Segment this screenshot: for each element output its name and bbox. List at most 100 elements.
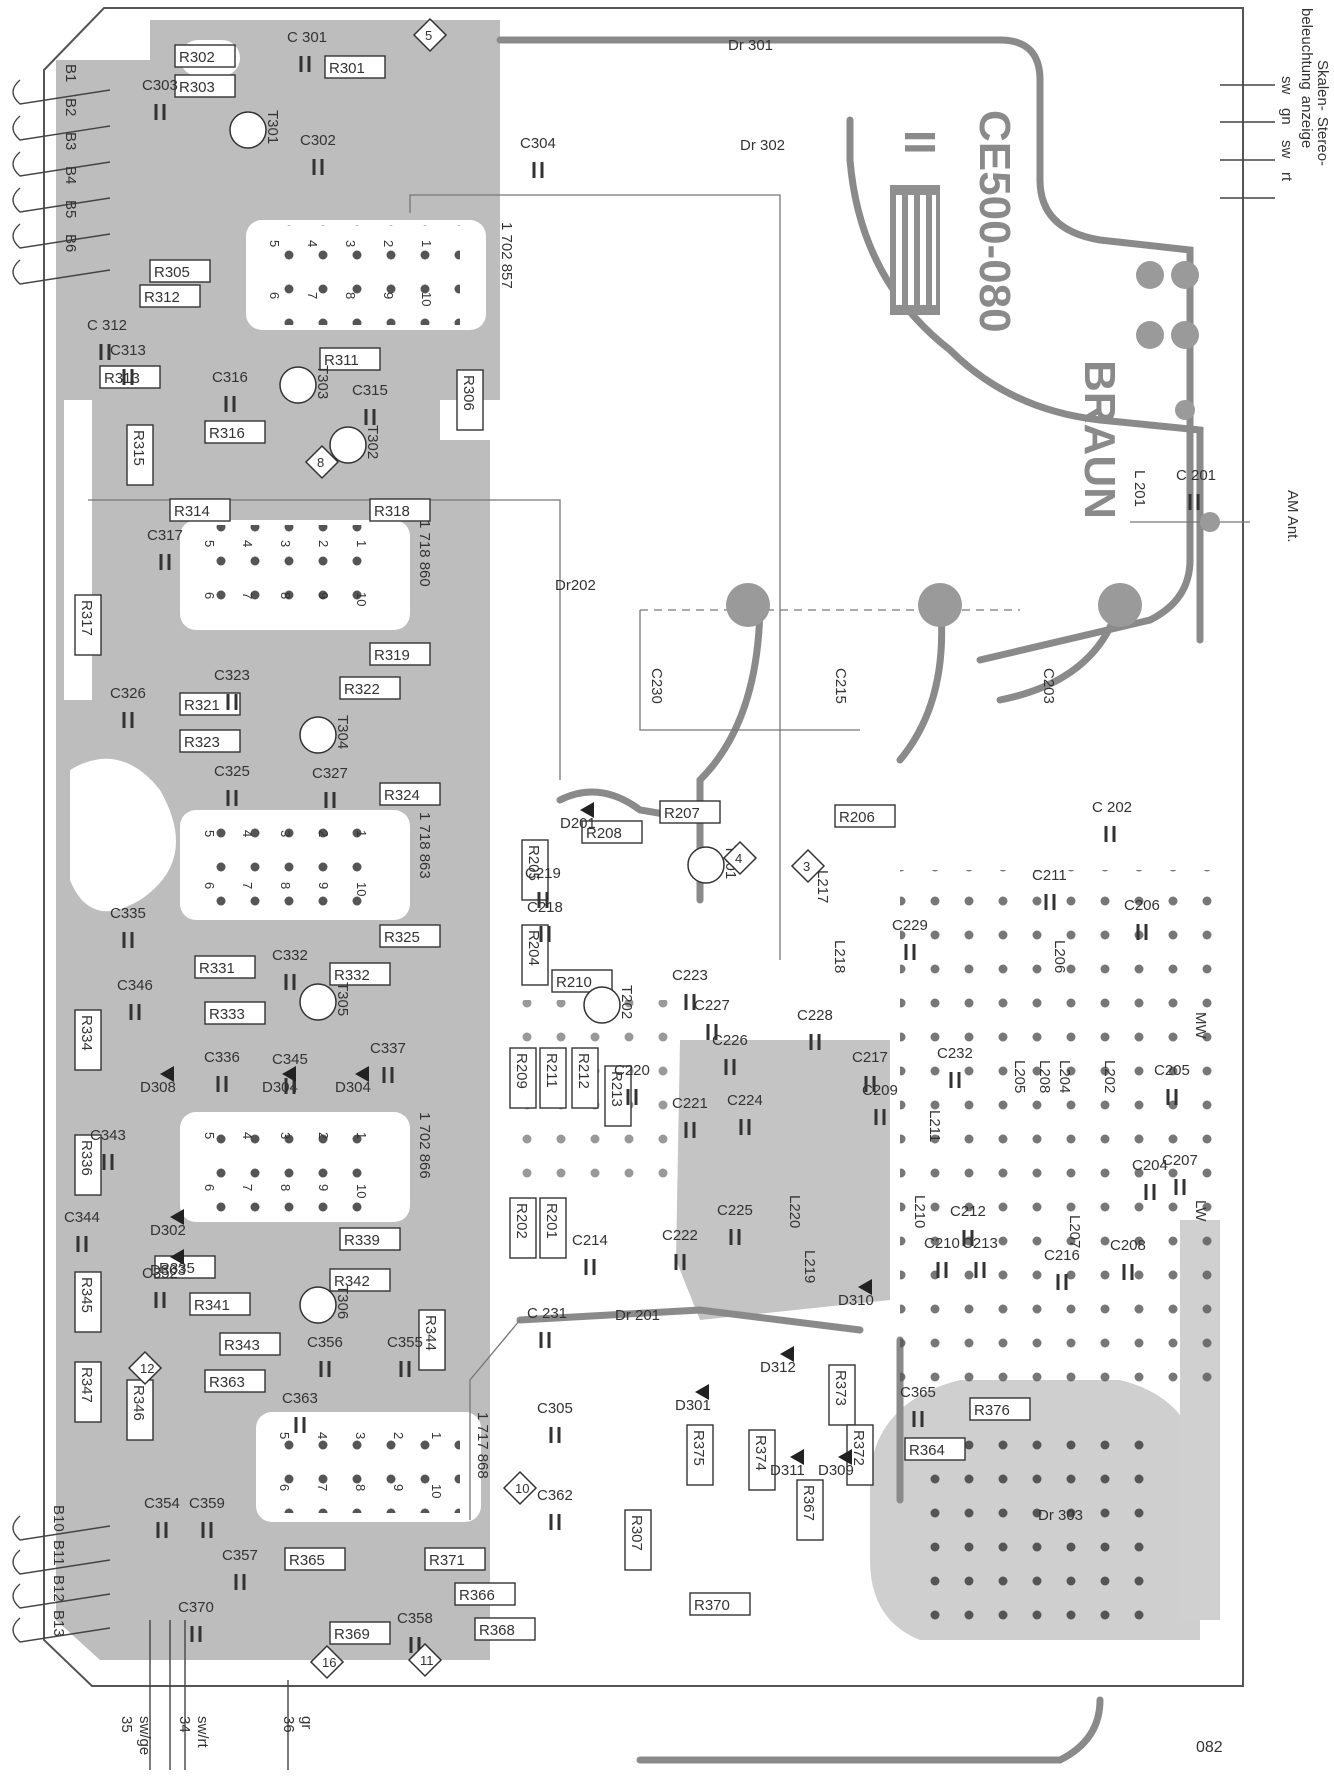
svg-text:L207: L207: [1066, 1215, 1083, 1248]
svg-text:C 312: C 312: [87, 317, 127, 334]
svg-text:C332: C332: [272, 947, 308, 964]
capacitor-c303: C303: [142, 77, 178, 120]
resistor-r210: R210: [551, 969, 613, 993]
ic-pin-number: 4: [240, 830, 255, 837]
ic-pin-number: 5: [202, 540, 217, 547]
svg-text:R306: R306: [460, 375, 477, 411]
svg-text:L 201: L 201: [1131, 470, 1148, 507]
svg-text:C218: C218: [527, 899, 563, 916]
capacitor-c206: C206: [1124, 897, 1160, 940]
ic-pin-number: 4: [240, 540, 255, 547]
svg-text:R207: R207: [664, 805, 700, 822]
ic-pin-number: 10: [419, 292, 434, 306]
resistor-r368: R368: [474, 1617, 536, 1641]
ic-pin-number: 2: [316, 540, 331, 547]
svg-text:R368: R368: [479, 1622, 515, 1639]
transistor-t305: T305: [299, 982, 351, 1021]
svg-text:C359: C359: [189, 1495, 225, 1512]
resistor-r317: R317: [74, 594, 102, 656]
capacitor-c343: C343: [90, 1127, 126, 1170]
resistor-r321: R321: [179, 692, 241, 716]
diode-d310: D310: [838, 1279, 874, 1309]
capacitor-c228: C228: [797, 1007, 833, 1050]
svg-text:R372: R372: [850, 1430, 867, 1466]
svg-text:R375: R375: [690, 1430, 707, 1466]
svg-text:L219: L219: [801, 1250, 818, 1283]
resistor-r307: R307: [624, 1509, 652, 1571]
svg-text:C317: C317: [147, 527, 183, 544]
svg-text:BRAUN: BRAUN: [1075, 360, 1124, 519]
ic-pin-number: 1: [354, 830, 369, 837]
svg-text:C230: C230: [648, 668, 665, 704]
resistor-r346: R346: [126, 1379, 154, 1441]
diode-d311: D311: [770, 1449, 805, 1479]
svg-text:C352: C352: [142, 1265, 178, 1282]
capacitor-c356: C356: [307, 1334, 343, 1377]
resistor-r201: R201: [539, 1197, 567, 1259]
svg-text:R211: R211: [543, 1053, 560, 1088]
resistor-r302: R302: [174, 44, 236, 68]
wires: [88, 194, 1250, 1520]
marker-diamond-5: 5: [412, 17, 448, 53]
svg-text:C210: C210: [924, 1235, 960, 1252]
capacitor-c216: C216: [1044, 1247, 1080, 1290]
coil-l204: L204: [1056, 1060, 1073, 1093]
capacitor-c225: C225: [717, 1202, 753, 1245]
svg-text:C363: C363: [282, 1390, 318, 1407]
svg-text:8: 8: [317, 455, 324, 470]
svg-text:C 202: C 202: [1092, 799, 1132, 816]
svg-text:R201: R201: [543, 1203, 560, 1239]
resistor-r333: R333: [204, 1001, 266, 1025]
resistor-r319: R319: [369, 642, 431, 666]
coil-l207: L207: [1066, 1215, 1083, 1248]
capacitor-c355: C355: [387, 1334, 423, 1377]
coil-dr302: Dr 302: [740, 137, 785, 154]
svg-text:11: 11: [420, 1653, 434, 1668]
ic-pin-number: 6: [277, 1484, 292, 1491]
svg-text:C303: C303: [142, 77, 178, 94]
capacitor-c208: C208: [1110, 1237, 1146, 1280]
svg-text:C221: C221: [672, 1095, 708, 1112]
capacitor-c201: C 201: [1176, 467, 1216, 510]
svg-text:C343: C343: [90, 1127, 126, 1144]
braun-logo: BRAUN: [890, 185, 1124, 519]
resistor-r331: R331: [194, 955, 256, 979]
svg-text:R311: R311: [324, 352, 359, 369]
svg-text:R374: R374: [752, 1435, 769, 1471]
diode-d304: D304: [262, 1066, 298, 1096]
svg-text:C227: C227: [694, 997, 730, 1014]
capacitor-c316: C316: [212, 369, 248, 412]
coil-l217: L217: [814, 870, 831, 903]
capacitor-c232: C232: [937, 1045, 973, 1088]
svg-text:4: 4: [735, 851, 742, 866]
svg-text:C225: C225: [717, 1202, 753, 1219]
svg-text:C354: C354: [144, 1495, 180, 1512]
diode-d309: D309: [818, 1449, 854, 1479]
capacitor-c227: C227: [694, 997, 730, 1040]
capacitor-c362: C362: [537, 1487, 573, 1530]
capacitor-c337: C337: [370, 1040, 406, 1083]
svg-text:C232: C232: [937, 1045, 973, 1062]
svg-text:C313: C313: [110, 342, 146, 359]
svg-text:R331: R331: [199, 960, 235, 977]
ic-pin-number: 3: [278, 830, 293, 837]
diode-d301: D301: [675, 1384, 711, 1414]
svg-text:1 718 860: 1 718 860: [416, 520, 433, 587]
svg-text:L210: L210: [911, 1195, 928, 1228]
svg-text:C365: C365: [900, 1384, 936, 1401]
svg-text:R208: R208: [586, 825, 622, 842]
svg-text:L218: L218: [831, 940, 848, 973]
capacitor-c226: C226: [712, 1032, 748, 1075]
diode-d308: D308: [140, 1066, 176, 1096]
svg-text:Dr202: Dr202: [555, 577, 596, 594]
marker-diamond-10: 10: [502, 1470, 538, 1506]
capacitor-c313: C313: [110, 342, 146, 385]
ic-pin-number: 1: [354, 540, 369, 547]
svg-text:R210: R210: [556, 974, 592, 991]
svg-text:C370: C370: [178, 1599, 214, 1616]
am-antenna-label: AM Ant.: [1284, 490, 1301, 543]
ic-pin-number: 3: [353, 1432, 368, 1439]
resistor-r204: R204: [521, 924, 549, 986]
svg-text:C214: C214: [572, 1232, 608, 1249]
diode-d304: D304: [335, 1066, 371, 1096]
